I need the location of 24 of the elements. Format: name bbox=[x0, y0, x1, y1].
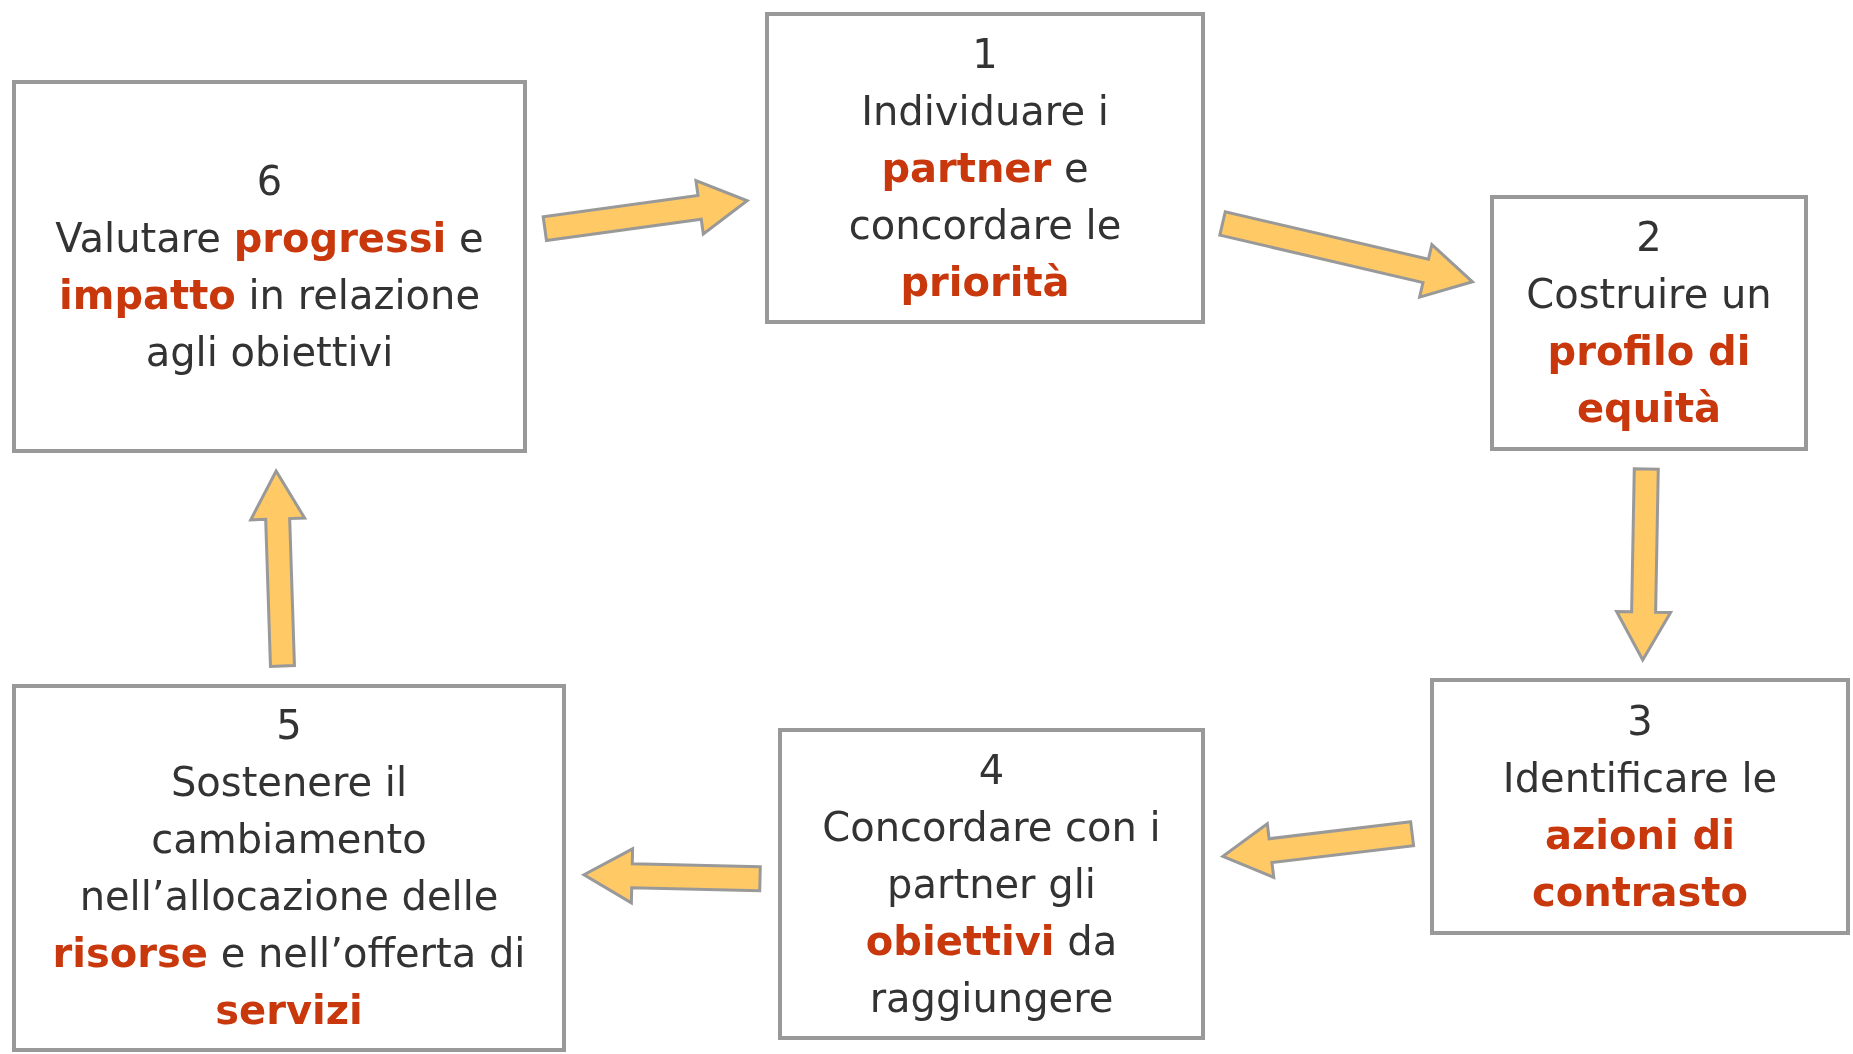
step-number: 6 bbox=[256, 156, 283, 206]
step-number: 4 bbox=[978, 745, 1005, 795]
step-box bbox=[12, 684, 566, 1052]
step-box bbox=[12, 80, 527, 453]
block-arrow bbox=[1219, 820, 1416, 880]
step-text: Costruire un profilo di equità bbox=[1525, 270, 1773, 433]
step-box bbox=[778, 728, 1205, 1040]
step-text: Identificare le azioni di contrasto bbox=[1501, 753, 1779, 917]
step-number: 2 bbox=[1636, 213, 1662, 262]
block-arrow bbox=[541, 178, 751, 243]
step-number: 3 bbox=[1627, 696, 1653, 746]
block-arrow bbox=[1614, 467, 1674, 664]
block-arrow bbox=[1218, 209, 1476, 300]
step-number: 5 bbox=[276, 701, 302, 750]
block-arrow bbox=[248, 467, 308, 668]
step-text: Valutare progressi e impatto in relazione agli obiettivi bbox=[54, 213, 485, 377]
step-box bbox=[1430, 678, 1850, 935]
step-text: Concordare con i partner gli obiettivi da raggiungere bbox=[821, 802, 1162, 1023]
step-text: Individuare i partner e concordare le priorità bbox=[847, 86, 1123, 307]
step-text: Sostenere il cambiamento nell’allocazione delle risorse e nell’offerta di servizi bbox=[51, 758, 527, 1035]
step-number: 1 bbox=[972, 29, 998, 79]
block-arrow bbox=[580, 846, 762, 906]
step-box bbox=[1490, 195, 1808, 451]
step-box bbox=[765, 12, 1205, 324]
